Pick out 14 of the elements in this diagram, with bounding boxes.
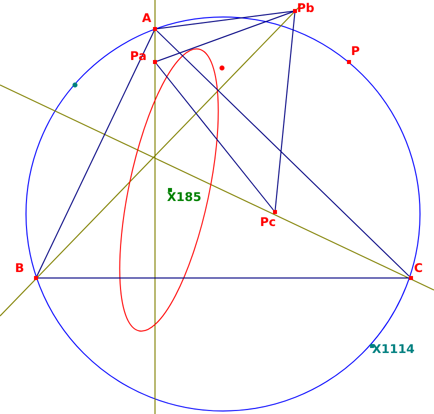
point-label: P (351, 45, 360, 57)
point-label: B (15, 262, 24, 274)
point-label: Pb (297, 2, 314, 14)
segment (274, 12, 296, 210)
point-label: Pc (260, 216, 276, 228)
segment (156, 10, 294, 30)
segment (156, 30, 410, 277)
point-label: X1114 (372, 343, 415, 355)
point-label: C (414, 262, 423, 274)
point-label: A (142, 12, 152, 24)
segment (156, 11, 294, 62)
segment (156, 64, 274, 210)
segment (36, 30, 155, 276)
point-label: X185 (167, 191, 202, 203)
